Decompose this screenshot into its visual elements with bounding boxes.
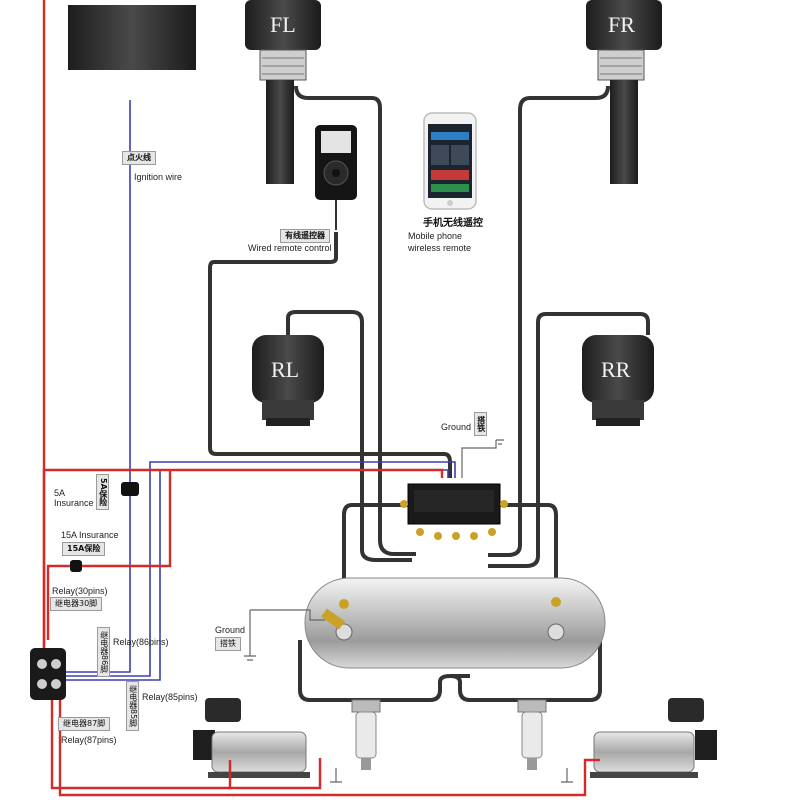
ground-top-en-label: Ground [441, 422, 472, 432]
air-lines [208, 85, 650, 702]
phone-remote-en-line1: Mobile phone [408, 231, 463, 241]
phone-remote-en-line2: wireless remote [408, 243, 472, 253]
relay-87-cn-label: 继电器87脚 [58, 717, 111, 731]
left-water-filter [351, 699, 381, 770]
relay-87-en-label: Relay(87pins) [61, 735, 117, 745]
fuse-15a-cn-label: 15A保险 [62, 542, 106, 556]
wired-remote-device [315, 125, 357, 230]
wired-remote-cn-label: 有线遥控器 [280, 229, 330, 243]
right-water-filter [517, 699, 547, 770]
valve-manifold [400, 483, 508, 540]
fuse-5a [121, 482, 139, 496]
air-tank [304, 577, 606, 669]
relay-85-cn-label: 继电器85脚 [126, 681, 139, 732]
fuse-5a-cn-label: 5A保险 [96, 474, 109, 510]
corner-label-fl: FL [270, 12, 296, 37]
ground-left-cn-label: 搭铁 [215, 637, 241, 651]
top-left-bag-bottom [68, 5, 196, 70]
ignition-wire-cn-label: 点火线 [122, 151, 156, 165]
fuse-5a-en-line2: Insurance [54, 498, 94, 508]
right-compressor [590, 698, 717, 778]
corner-label-fr: FR [608, 12, 635, 37]
relay [30, 648, 66, 700]
ground-top-cn-label: 搭铁 [474, 412, 487, 436]
fuse-5a-en-line1: 5A [54, 488, 66, 498]
fuse-15a-en-label: 15A Insurance [61, 530, 119, 540]
phone-remote-cn-label: 手机无线遥控 [423, 218, 483, 229]
wired-remote-en-label: Wired remote control [248, 243, 332, 253]
rear-right-air-bag [582, 335, 654, 426]
front-left-strut [245, 0, 321, 184]
relay-86-cn-label: 继电器86脚 [97, 627, 110, 678]
relay-30-cn-label: 继电器30脚 [50, 597, 103, 611]
corner-label-rr: RR [601, 357, 631, 382]
mobile-phone [423, 112, 477, 210]
ground-wires [244, 439, 573, 783]
fuse-15a [70, 560, 82, 572]
corner-label-rl: RL [271, 357, 299, 382]
relay-86-en-label: Relay(86pins) [113, 637, 169, 647]
relay-30-en-label: Relay(30pins) [52, 586, 108, 596]
ground-left-en-label: Ground [215, 625, 246, 635]
relay-85-en-label: Relay(85pins) [142, 692, 198, 702]
left-compressor [193, 698, 310, 778]
rear-left-air-bag [252, 335, 324, 426]
power-wires [42, 0, 600, 797]
ignition-wire-en-label: Ignition wire [134, 172, 183, 182]
front-right-strut [586, 0, 662, 184]
